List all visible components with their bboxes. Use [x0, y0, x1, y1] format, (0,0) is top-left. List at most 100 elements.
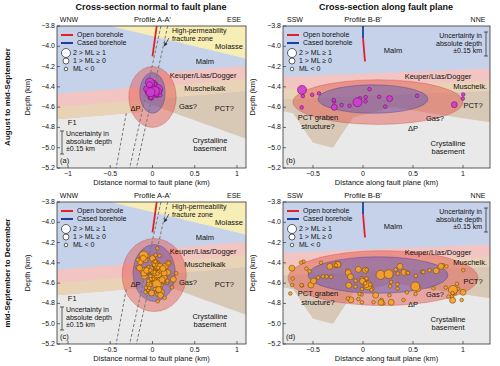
- legend-label: Cased borehole: [77, 215, 126, 223]
- earthquake: [415, 94, 419, 98]
- axis-tick: [283, 86, 286, 87]
- tick-label: 0: [361, 346, 365, 354]
- pct-layer: [283, 26, 490, 148]
- axis-tick: [57, 66, 60, 67]
- earthquake: [376, 270, 385, 279]
- row-heading: August to mid-September: [4, 48, 13, 146]
- geology: [57, 202, 246, 344]
- layer-label: Keuper/Lias/Dogger: [170, 72, 237, 80]
- earthquake: [377, 95, 381, 99]
- layer-label: Keuper/Lias/Dogger: [170, 248, 237, 256]
- earthquake: [387, 96, 393, 102]
- earthquake: [136, 258, 140, 262]
- gas-label: Gas?: [179, 103, 197, 111]
- legend-circle: [63, 234, 69, 240]
- uncertainty-bracket: [486, 32, 487, 56]
- earthquake: [311, 278, 317, 284]
- axis-tick: [57, 127, 60, 128]
- tick-label: −4.0: [41, 42, 55, 50]
- layer-label: Malm: [384, 47, 402, 55]
- axis-tick: [194, 165, 195, 168]
- tick-label: 0: [151, 170, 155, 178]
- tick-label: 0: [361, 170, 365, 178]
- tick-label: −4.4: [267, 83, 281, 91]
- tick-label: −3.8: [267, 22, 281, 30]
- axis-tick: [283, 168, 286, 169]
- malm-layer: [57, 202, 246, 270]
- plot-frame: [283, 26, 490, 168]
- layer-label: Keuper/Lias/Dogger: [405, 249, 472, 257]
- earthquake: [332, 98, 336, 102]
- column-heading: Cross-section normal to fault plane: [75, 3, 226, 13]
- earthquake: [316, 276, 320, 280]
- axis-tick: [283, 202, 286, 203]
- layer-label: Molasse: [215, 219, 243, 227]
- earthquake: [305, 267, 309, 271]
- legend-line: [61, 210, 73, 212]
- direction-label: SSW: [287, 192, 303, 200]
- open-borehole: [152, 26, 156, 56]
- earthquake: [360, 301, 364, 305]
- plot-frame: [57, 202, 246, 344]
- keuper-layer: [57, 26, 246, 95]
- axis-tick: [110, 165, 111, 168]
- direction-label: ESE: [227, 192, 241, 200]
- earthquake: [388, 299, 394, 305]
- uncertainty-note: Uncertainty in absolute depth ±0.15 km: [66, 306, 120, 329]
- layer-label: PCT?: [215, 281, 234, 289]
- layer-label: Crystalline basement: [187, 136, 233, 153]
- legend-line: [61, 218, 73, 220]
- axis-tick: [57, 26, 60, 27]
- legend-label: Open borehole: [77, 207, 123, 215]
- earthquake: [319, 261, 323, 265]
- earthquake: [432, 287, 436, 291]
- earthquake: [321, 275, 325, 279]
- layer-label: Muschelk.: [453, 83, 487, 91]
- geology: [283, 26, 490, 168]
- legend-circle: [289, 58, 295, 64]
- earthquake: [358, 292, 362, 296]
- earthquake: [355, 266, 361, 272]
- tick-label: −4.6: [41, 279, 55, 287]
- legend-label: Cased borehole: [303, 39, 352, 47]
- layer-label: Muschelkalk: [184, 261, 225, 269]
- leader-line: [164, 214, 169, 222]
- fault-line: [136, 26, 167, 168]
- axis-title: Depth (km): [249, 254, 257, 291]
- tick-label: −3.8: [267, 198, 281, 206]
- earthquake: [159, 94, 163, 98]
- axis-tick: [57, 46, 60, 47]
- fault-line: [116, 113, 126, 168]
- earthquake: [354, 285, 358, 289]
- earthquake: [300, 106, 304, 110]
- earthquake: [363, 282, 367, 286]
- earthquake: [348, 104, 352, 108]
- molasse-layer: [57, 202, 246, 235]
- legend-circle: [290, 67, 294, 71]
- earthquake: [159, 277, 165, 283]
- axis-tick: [463, 341, 464, 344]
- axis-tick: [57, 222, 60, 223]
- axis-tick: [283, 147, 286, 148]
- tick-label: −1: [64, 346, 72, 354]
- earthquake: [378, 299, 384, 305]
- legend-label: Cased borehole: [303, 215, 352, 223]
- earthquake: [460, 298, 464, 302]
- pct-layer: [57, 26, 246, 140]
- earthquake: [335, 261, 341, 267]
- tick-label: −0.5: [103, 170, 117, 178]
- earthquakes: [136, 78, 466, 305]
- earthquake: [149, 290, 155, 296]
- earthquake: [144, 286, 148, 290]
- earthquake: [158, 254, 162, 258]
- layer-label: Molasse: [215, 43, 243, 51]
- uncertainty-bracket: [484, 232, 488, 233]
- earthquake: [298, 85, 307, 94]
- earthquake: [406, 271, 410, 275]
- layer-label: PCT?: [215, 105, 234, 113]
- profile-label: Profile B-B': [344, 192, 381, 200]
- earthquake: [290, 283, 294, 287]
- open-borehole: [363, 214, 365, 237]
- earthquake: [411, 282, 420, 291]
- axis-tick: [67, 165, 68, 168]
